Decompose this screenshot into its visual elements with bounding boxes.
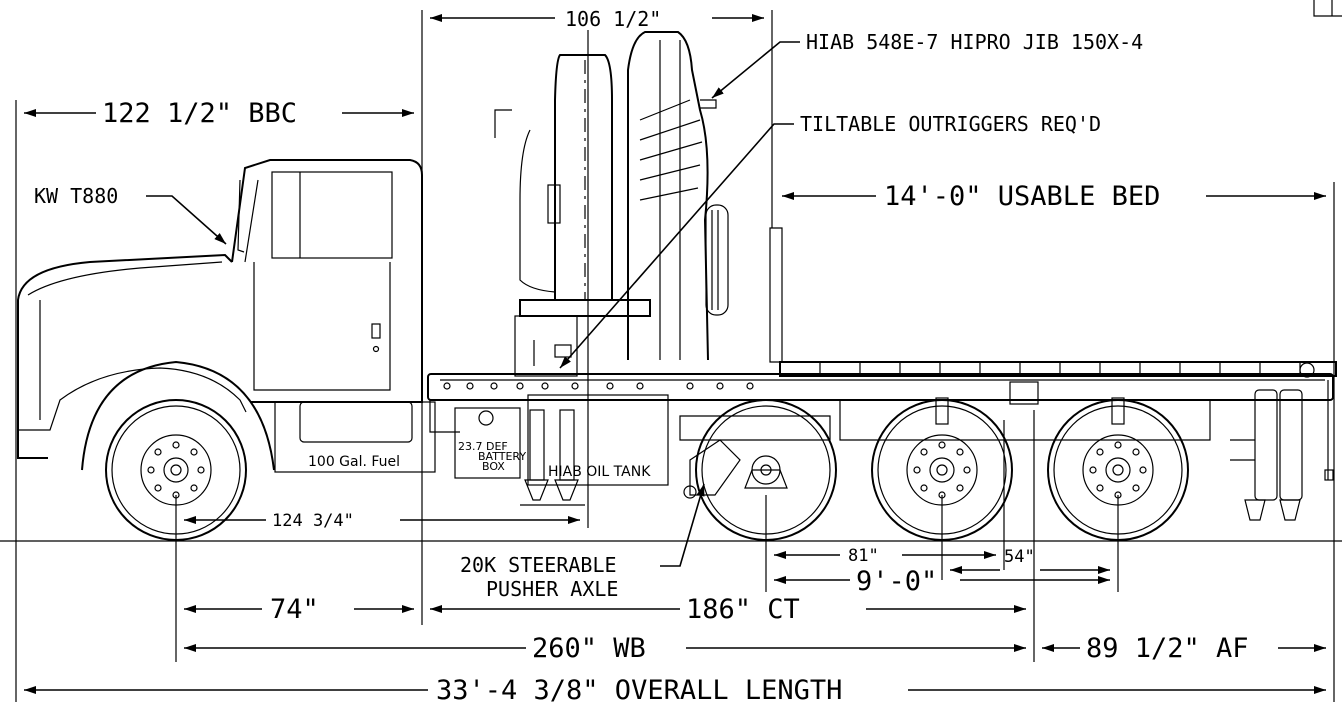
crane [494, 31, 729, 377]
crane-width-dimension: 106 1/2" [565, 7, 661, 31]
wheelbase-dimension: 260" WB [532, 633, 646, 664]
after-frame-dimension: 89 1/2" AF [1086, 633, 1249, 664]
pusher-axle-callout-2: PUSHER AXLE [486, 577, 618, 601]
crane-callout: HIAB 548E-7 HIPRO JIB 150X-4 [806, 30, 1143, 54]
front-to-tank-dimension: 124 3/4" [272, 511, 354, 531]
leader-lines [146, 41, 800, 567]
pusher-axle-callout-1: 20K STEERABLE [460, 553, 617, 577]
battery-box: 23.7 DEF BATTERY BOX [454, 407, 526, 479]
tandem-spacing-dimension: 54" [1004, 547, 1035, 567]
oil-tank-label: HIAB OIL TANK [548, 464, 651, 480]
def-label: 23.7 DEF [458, 440, 508, 453]
title-block-corner [1313, 0, 1342, 17]
fuel-tank-label: 100 Gal. Fuel [308, 454, 400, 470]
battery-box-label-1: BATTERY [478, 450, 526, 463]
truck-cab [17, 159, 423, 459]
front-outrigger [520, 409, 585, 506]
rear-outrigger [1230, 380, 1334, 521]
chassis-frame [427, 362, 1334, 441]
flat-bed [769, 227, 1337, 377]
front-to-cab-dimension: 74" [270, 594, 319, 625]
outriggers-callout: TILTABLE OUTRIGGERS REQ'D [800, 112, 1101, 136]
overall-length-dimension: 33'-4 3/8" OVERALL LENGTH [436, 675, 842, 706]
truck-model-callout: KW T880 [34, 184, 118, 208]
oil-tank: HIAB OIL TANK [527, 394, 669, 486]
pusher-axle-wheel [679, 399, 837, 541]
usable-bed-dimension: 14'-0" USABLE BED [884, 181, 1160, 212]
cab-to-tandem-dimension: 186" CT [686, 594, 800, 625]
front-wheel [81, 360, 275, 541]
fuel-tank: 100 Gal. Fuel [274, 401, 436, 473]
tandem-wheel-rear [1009, 381, 1189, 541]
battery-box-label-2: BOX [482, 460, 505, 473]
extension-lines [15, 10, 1335, 702]
pusher-spacing-dimension: 81" [848, 546, 879, 566]
dimension-lines [24, 14, 1326, 694]
bbc-dimension: 122 1/2" BBC [102, 98, 297, 129]
pusher-to-rear-dimension: 9'-0" [856, 566, 937, 597]
